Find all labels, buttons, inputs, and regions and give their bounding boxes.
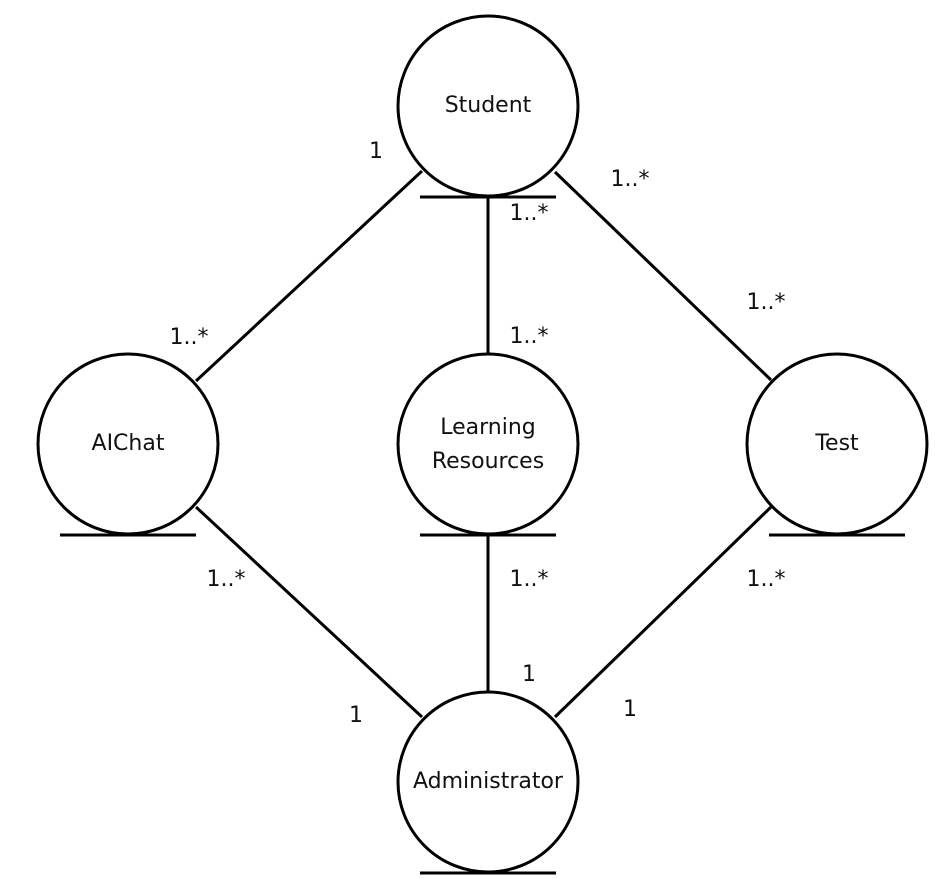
association-student-aichat [194, 169, 424, 383]
association-student-test [553, 170, 773, 382]
entity-learning-resources-circle [396, 352, 580, 536]
mult-test-admin-test-end: 1..* [747, 567, 786, 592]
mult-student-test-student-end: 1..* [611, 167, 650, 192]
mult-aichat-admin-admin-end: 1 [349, 703, 363, 728]
entity-administrator-label: Administrator [413, 769, 564, 794]
entity-student-label: Student [445, 93, 532, 118]
entity-learning-resources-label-line2: Resources [432, 449, 544, 474]
entity-learning-resources-label-line1: Learning [440, 415, 536, 440]
mult-aichat-admin-aichat-end: 1..* [207, 567, 246, 592]
mult-student-aichat-aichat-end: 1..* [170, 325, 209, 350]
entity-learning-resources[interactable]: Learning Resources [396, 352, 580, 537]
entity-test[interactable]: Test [745, 352, 929, 537]
mult-student-learning-student-end: 1..* [510, 201, 549, 226]
entity-aichat[interactable]: AIChat [36, 352, 220, 537]
entity-administrator[interactable]: Administrator [396, 690, 580, 875]
mult-student-aichat-student-end: 1 [369, 139, 383, 164]
mult-learning-admin-admin-end: 1 [522, 662, 536, 687]
entity-test-label: Test [814, 431, 859, 456]
mult-test-admin-admin-end: 1 [623, 697, 637, 722]
entity-student[interactable]: Student [396, 14, 580, 199]
mult-student-learning-learning-end: 1..* [510, 324, 549, 349]
entity-aichat-label: AIChat [92, 431, 165, 456]
association-aichat-admin [194, 505, 424, 719]
association-test-admin [553, 505, 773, 719]
mult-student-test-test-end: 1..* [747, 290, 786, 315]
mult-learning-admin-learning-end: 1..* [510, 567, 549, 592]
